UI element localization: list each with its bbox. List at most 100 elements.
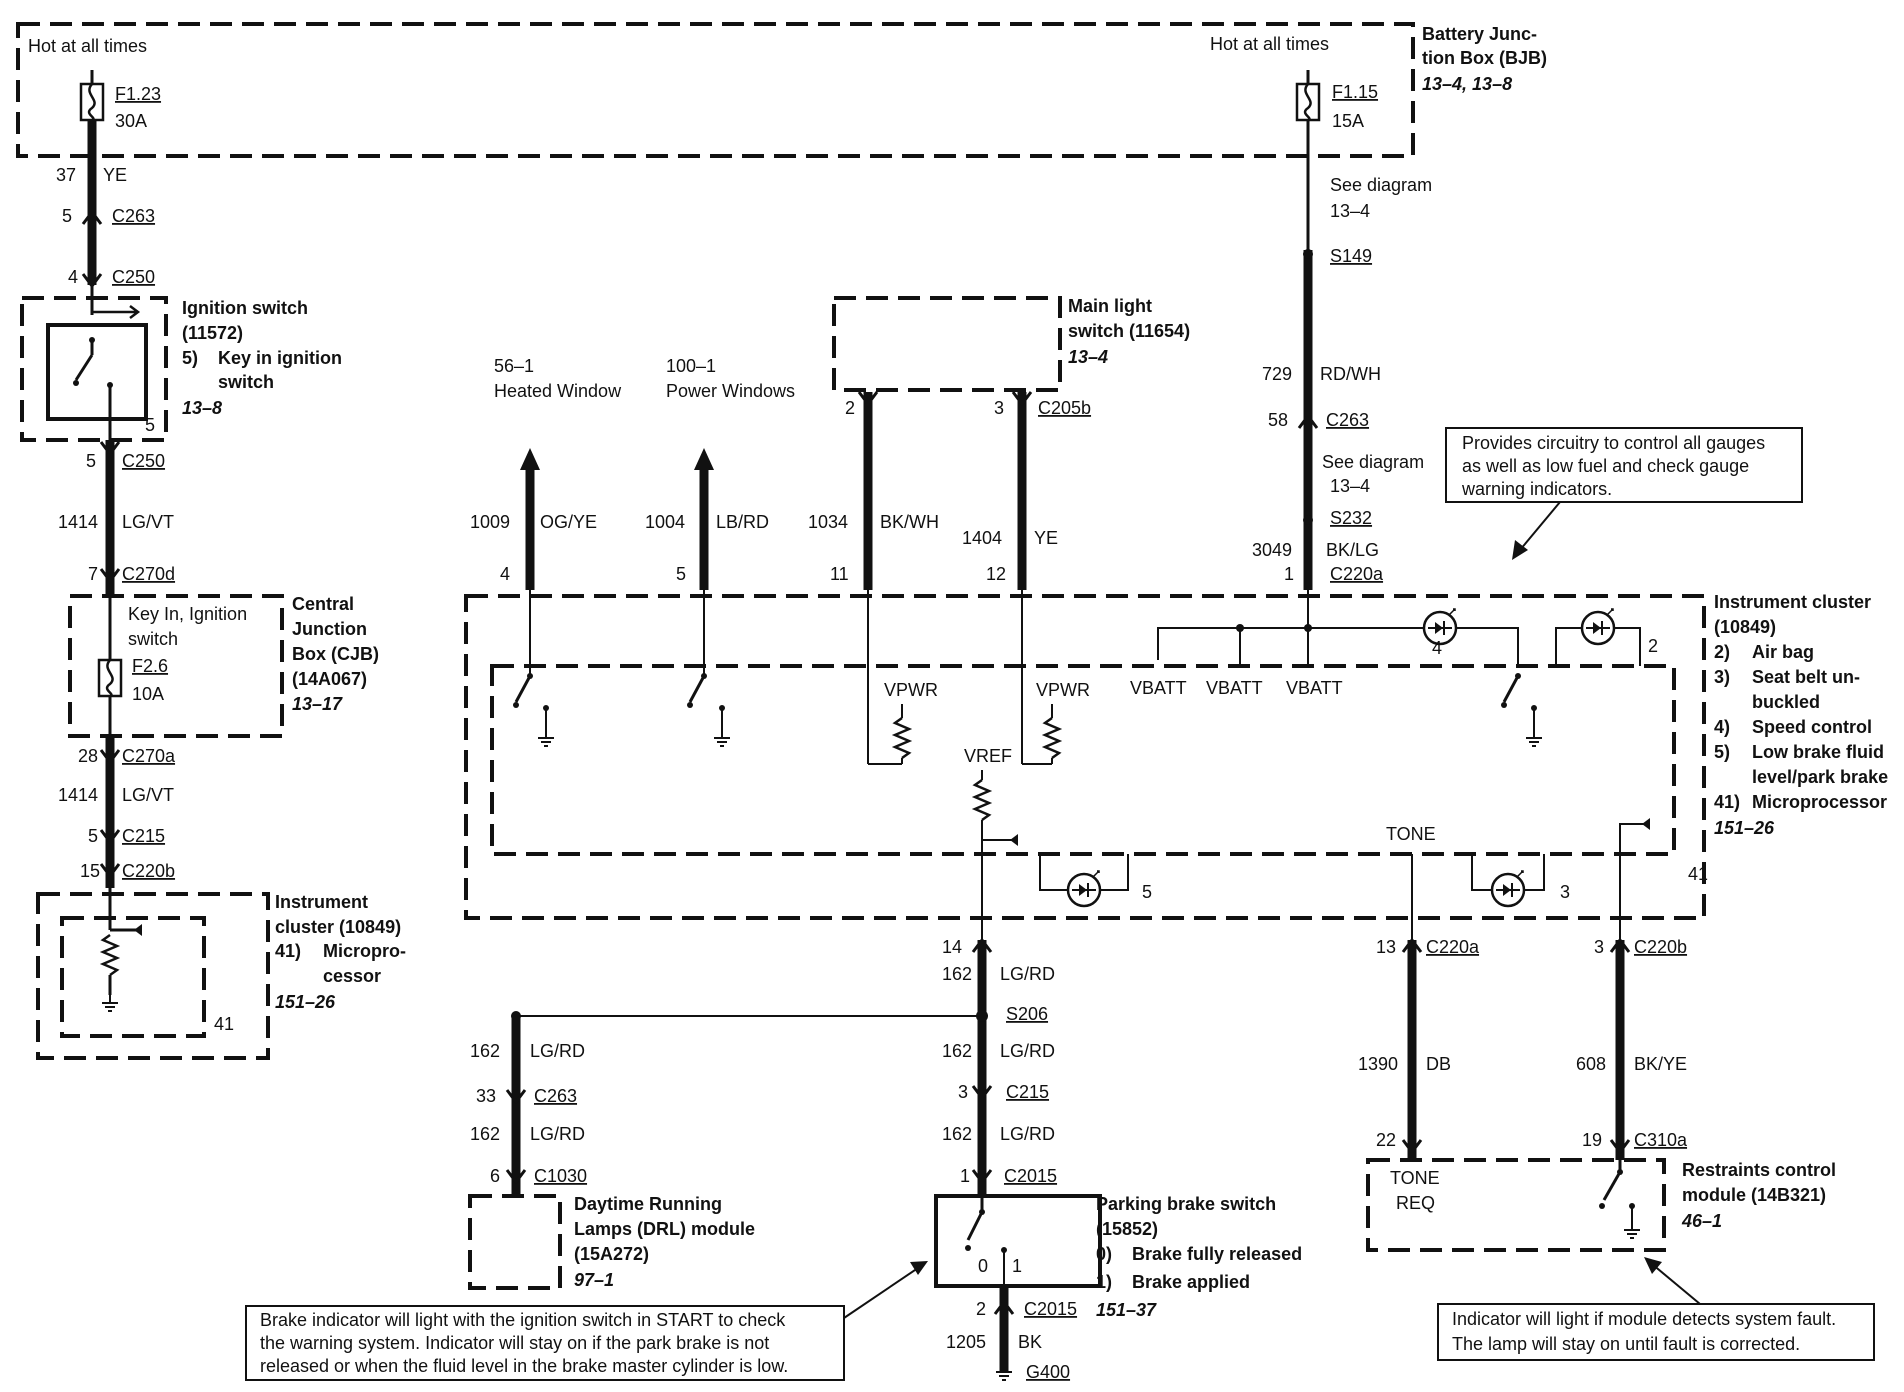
ic-item-num: 41) — [275, 941, 301, 961]
see-diagram: See diagram — [1330, 175, 1432, 195]
connector-pin: 5 — [62, 206, 72, 226]
ground-icon — [995, 1363, 1013, 1381]
pb-item: Brake fully released — [1132, 1244, 1302, 1264]
instrument-cluster-main: VPWR VPWR VREF 5 VBATT VBATT VBATT 4 — [464, 590, 1888, 940]
connector-c310a: C310a — [1634, 1130, 1688, 1150]
note-line: the warning system. Indicator will stay … — [260, 1333, 769, 1353]
fuse-f1-15: F1.15 — [1332, 82, 1378, 102]
resistor-icon — [973, 778, 991, 822]
connector-pin: 2 — [976, 1299, 986, 1319]
note-line: Provides circuitry to control all gauges — [1462, 433, 1765, 453]
resistor-icon — [101, 933, 119, 977]
connector-c2015: C2015 — [1004, 1166, 1057, 1186]
ground-icon — [1525, 729, 1543, 747]
note-line: Brake indicator will light with the igni… — [260, 1310, 786, 1330]
splice-s232: S232 — [1330, 508, 1372, 528]
connector-pin: 7 — [88, 564, 98, 584]
drl-title: Daytime Running — [574, 1194, 722, 1214]
restraints-title: Restraints control — [1682, 1160, 1836, 1180]
note-line: Indicator will light if module detects s… — [1452, 1309, 1836, 1329]
connector-pin: 19 — [1582, 1130, 1602, 1150]
circuit-number: 1404 — [962, 528, 1002, 548]
cluster-item: level/park brake — [1752, 767, 1888, 787]
cjb-inner-label-2: switch — [128, 629, 178, 649]
wire-color: BK — [1018, 1332, 1042, 1352]
circuit-number: 162 — [470, 1041, 500, 1061]
note-restraints: Indicator will light if module detects s… — [1437, 1257, 1875, 1361]
indicator-lamp-icon — [1490, 869, 1526, 908]
restraints-module-box — [1366, 1158, 1666, 1252]
switch-position-1: 1 — [1012, 1256, 1022, 1276]
cluster-item: Seat belt un- — [1752, 667, 1860, 687]
connector-c250: C250 — [112, 267, 155, 287]
hot-at-all-times-right: Hot at all times — [1210, 34, 1329, 54]
note-line: as well as low fuel and check gauge — [1462, 456, 1749, 476]
ignition-item-num: 5) — [182, 348, 198, 368]
fuse-icon — [79, 82, 105, 122]
circuit-number: 162 — [470, 1124, 500, 1144]
cjb-title-2: Junction — [292, 619, 367, 639]
power-windows-ref: 100–1 — [666, 356, 716, 376]
hot-at-all-times-left: Hot at all times — [28, 36, 147, 56]
circuit-number: 162 — [942, 1041, 972, 1061]
restraints-reference: 46–1 — [1681, 1211, 1722, 1231]
drl-number: (15A272) — [574, 1244, 649, 1264]
indicator-lamp-icon — [1580, 607, 1616, 646]
wire-color: LG/VT — [122, 512, 174, 532]
connector-pin: 5 — [88, 826, 98, 846]
fuse-f1-15-rating: 15A — [1332, 111, 1364, 131]
fuse-icon — [97, 658, 123, 698]
wire-color: LG/RD — [1000, 1041, 1055, 1061]
wire-color: LG/RD — [530, 1041, 585, 1061]
drl-branch: 162 LG/RD 33 C263 162 LG/RD 6 C1030 Dayt… — [468, 1011, 982, 1290]
wire-color: LG/RD — [530, 1124, 585, 1144]
bjb-reference: 13–4, 13–8 — [1422, 74, 1512, 94]
cluster-item: Air bag — [1752, 642, 1814, 662]
instrument-cluster-number: (10849) — [1714, 617, 1776, 637]
circuit-number: 1034 — [808, 512, 848, 532]
circuit-number: 37 — [56, 165, 76, 185]
pb-item: Brake applied — [1132, 1272, 1250, 1292]
pb-item-num: 1) — [1096, 1272, 1112, 1292]
cluster-item-num: 41) — [1714, 792, 1740, 812]
parking-brake-number: (15852) — [1096, 1219, 1158, 1239]
wire-color: OG/YE — [540, 512, 597, 532]
circuit-number: 1205 — [946, 1332, 986, 1352]
connector-c270d: C270d — [122, 564, 175, 584]
ignition-item: Key in ignition — [218, 348, 342, 368]
vref-label: VREF — [964, 746, 1012, 766]
see-diagram-ref: 13–4 — [1330, 476, 1370, 496]
ground-icon — [101, 994, 119, 1012]
indicator-lamp-icon — [1066, 869, 1102, 908]
circuit-number: 1004 — [645, 512, 685, 532]
wire-color: LG/VT — [122, 785, 174, 805]
vpwr-label: VPWR — [1036, 680, 1090, 700]
battery-junction-box: Hot at all times Hot at all times Batter… — [16, 22, 1547, 158]
fuse-f1-23: F1.23 — [115, 84, 161, 104]
cluster-reference: 151–26 — [1714, 818, 1775, 838]
connector-c2015: C2015 — [1024, 1299, 1077, 1319]
pb-reference: 151–37 — [1096, 1300, 1157, 1320]
ic-item-2: cessor — [323, 966, 381, 986]
connector-c263: C263 — [1326, 410, 1369, 430]
wire-color: BK/LG — [1326, 540, 1379, 560]
connector-pin: 41 — [214, 1014, 234, 1034]
connector-pin: 3 — [1594, 937, 1604, 957]
resistor-icon — [1043, 716, 1061, 760]
ignition-switch-number: (11572) — [182, 323, 243, 343]
wire-color: YE — [103, 165, 127, 185]
tone-label: TONE — [1386, 824, 1436, 844]
wire-color: LB/RD — [716, 512, 769, 532]
cluster-item: Low brake fluid — [1752, 742, 1884, 762]
arrow-up-icon — [694, 448, 714, 470]
top-wires: 56–1 Heated Window 100–1 Power Windows 1… — [470, 356, 1058, 590]
ignition-reference: 13–8 — [182, 398, 222, 418]
circuit-number: 1414 — [58, 785, 98, 805]
cjb-inner-label: Key In, Ignition — [128, 604, 247, 624]
connector-c1030: C1030 — [534, 1166, 587, 1186]
connector-c215: C215 — [122, 826, 165, 846]
arrow-icon — [92, 305, 141, 319]
restraints-branch: 13 C220a 3 C220b 1390 DB 608 BK/YE 22 19… — [1358, 937, 1836, 1252]
connector-pin: 12 — [986, 564, 1006, 584]
connector-pin: 5 — [145, 415, 155, 435]
